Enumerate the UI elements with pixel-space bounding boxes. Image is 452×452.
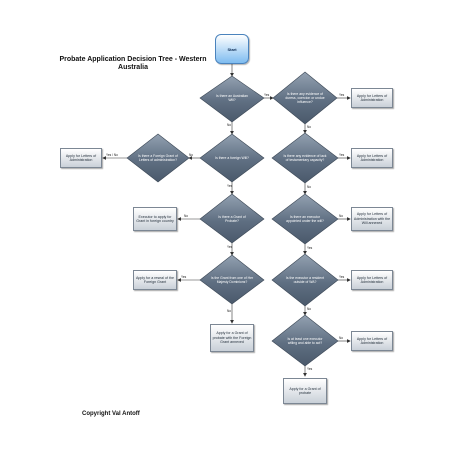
outcome-letters-admin-capacity: Apply for Letters of Administration: [351, 148, 393, 168]
edge-label-q7-yes: Yes: [307, 246, 313, 250]
start-node: Start: [215, 34, 249, 64]
q-executor-willing-text: Is at least one executor willing and abl…: [287, 336, 323, 345]
decision-executor-appointed: [271, 193, 339, 245]
decision-duress: [272, 71, 338, 125]
edge-label-q8-no: No: [307, 307, 312, 311]
edge-label-q6-yes: Yes: [339, 153, 345, 157]
edge-label-q4-no: No: [227, 309, 232, 313]
edge-label-q3-yes: Yes: [227, 245, 233, 249]
edge-label-q4-yes: Yes: [181, 275, 187, 279]
edge-label-q6-no: No: [307, 185, 312, 189]
edge-label-q2-no: No: [189, 153, 194, 157]
outcome-letters-admin-will-annexed: Apply for Letters of Administration with…: [351, 207, 393, 231]
outcome-letters-admin-not-willing: Apply for Letters of Administration: [351, 331, 393, 351]
decision-executor-willing: [271, 314, 339, 367]
diagram-title: Probate Application Decision Tree - West…: [59, 56, 207, 71]
outcome-grant-of-probate: Apply for a Grant of probate: [283, 378, 327, 404]
decision-her-majesty-dominions: [199, 254, 265, 305]
q-duress-text: Is there any evidence of duress, coercio…: [285, 91, 325, 105]
outcome-probate-foreign-annexed: Apply for a Grant of probate with the Fo…: [210, 324, 254, 352]
q-executor-appointed-text: Is there an executor appointed under the…: [286, 214, 324, 223]
decision-testamentary-capacity: [271, 132, 339, 184]
outcome-executor-foreign-grant: Executor to apply for Grant in foreign c…: [133, 207, 177, 231]
q-foreign-will-text: Is there a foreign Will?: [215, 155, 249, 160]
edge-label-q2-yes: Yes: [227, 184, 233, 188]
q-her-majesty-dominions-text: Is the Grant from one of Her Majesty Dom…: [210, 275, 254, 284]
copyright-notice: Copyright Val Antoff: [82, 411, 140, 417]
q-australian-will-text: Is there an Australian Will?: [216, 93, 248, 102]
edge-label-q10-yes-no: Yes / No: [106, 153, 118, 157]
decision-foreign-will: [199, 133, 265, 183]
edge-label-q9-yes: Yes: [307, 367, 313, 371]
decision-grant-of-probate: [199, 193, 265, 244]
edge-label-q5-yes: Yes: [339, 93, 345, 97]
q-executor-outside-wa-text: Is the executor a resident outside of WA…: [285, 275, 325, 284]
q-grant-of-probate-text: Is there a Grant of Probate?: [218, 214, 246, 223]
q-foreign-grant-letters-text: Is there a Foreign Grant of Letters of a…: [138, 153, 178, 162]
edge-label-q5-no: No: [307, 125, 312, 129]
outcome-letters-admin-foreign: Apply for Letters of Administration: [60, 148, 102, 168]
decision-foreign-grant-letters: [126, 133, 190, 183]
edge-label-q9-no: No: [339, 336, 344, 340]
edge-label-q3-no: No: [184, 214, 189, 218]
outcome-letters-admin-outside-wa: Apply for Letters of Administration: [351, 270, 393, 290]
decision-australian-will: [199, 75, 265, 123]
edge-label-q1-yes: Yes: [264, 93, 270, 97]
edge-label-q1-no: No: [227, 123, 232, 127]
outcome-reseal-foreign-grant: Apply for a reseal of the Foreign Grant: [133, 270, 177, 290]
outcome-letters-admin-duress: Apply for Letters of Administration: [351, 88, 393, 108]
q-testamentary-capacity-text: Is there any evidence of lack of testame…: [283, 153, 327, 162]
edge-label-q8-yes: Yes: [339, 275, 345, 279]
edge-label-q7-no: No: [339, 214, 344, 218]
decision-executor-outside-wa: [271, 253, 339, 307]
